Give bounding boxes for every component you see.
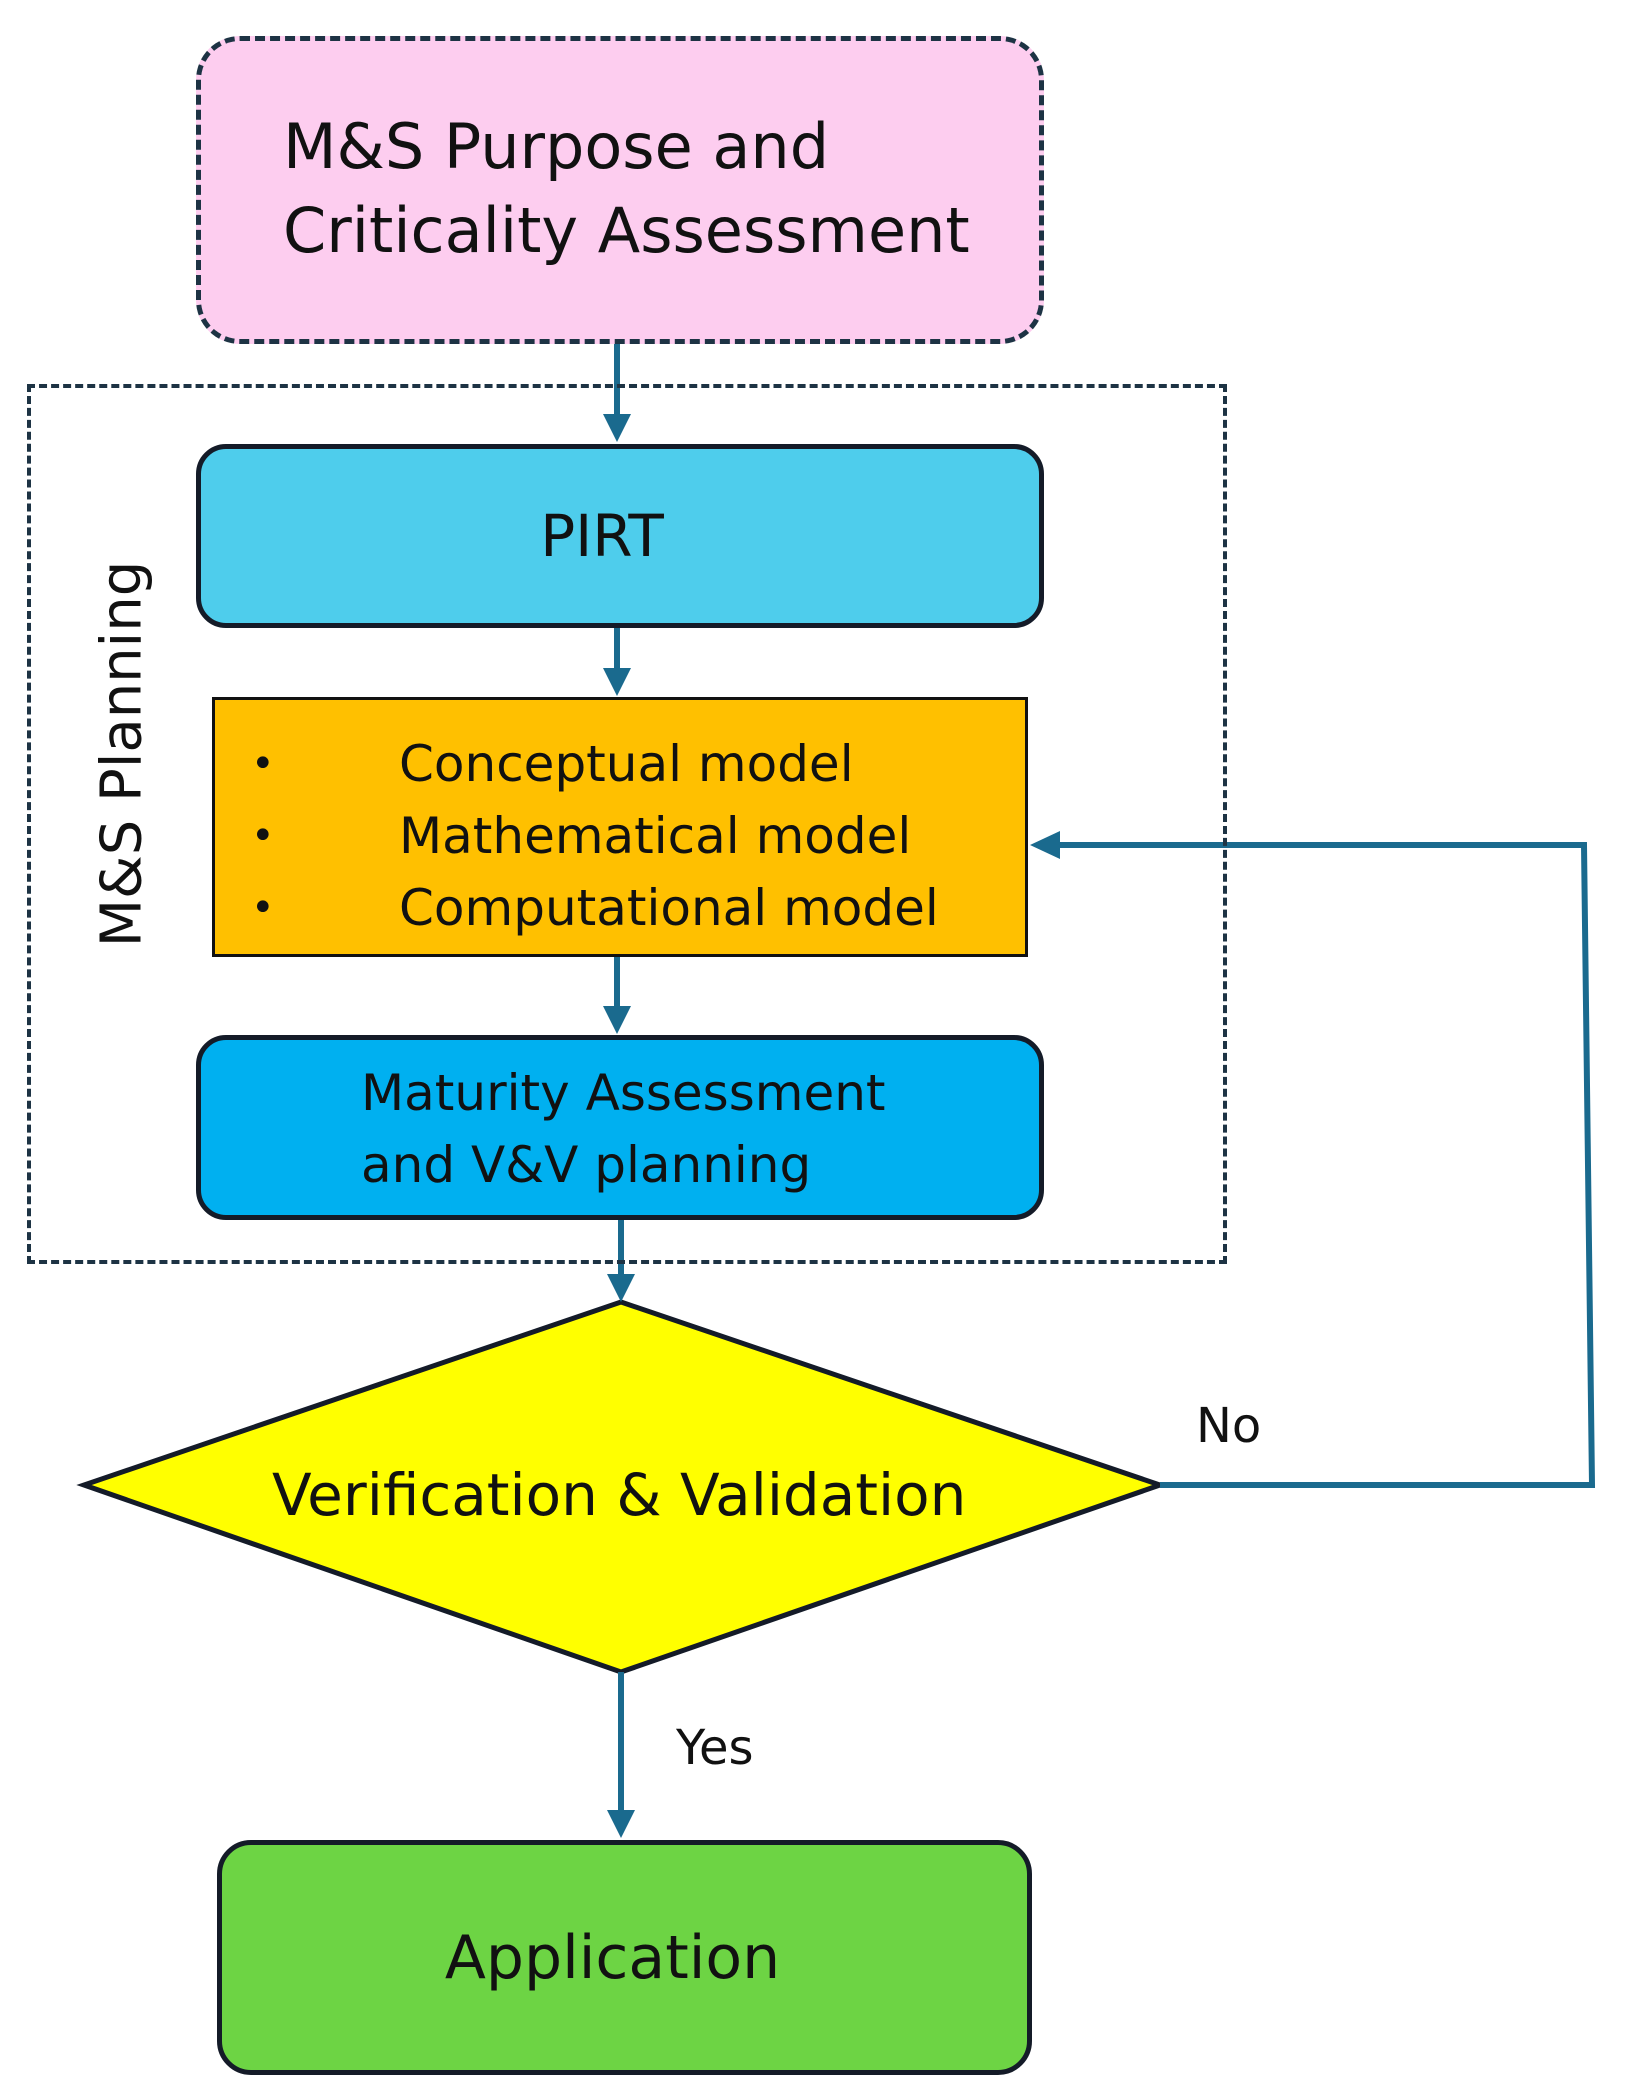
- model-item-label: Mathematical model: [399, 807, 912, 865]
- arrowhead-maturity: [603, 1006, 631, 1034]
- no-branch-label: No: [1196, 1398, 1262, 1454]
- arrowhead-decision: [607, 1274, 635, 1302]
- maturity-line-1: Maturity Assessment: [361, 1064, 886, 1122]
- arrow-no-loop: [1055, 842, 1596, 1488]
- planning-group-box: [27, 384, 1227, 1264]
- arrowhead-application: [607, 1810, 635, 1838]
- model-item-label: Conceptual model: [399, 735, 854, 793]
- model-item-computational: • Computational model: [251, 872, 1025, 944]
- purpose-criticality-box: M&S Purpose and Criticality Assessment: [196, 36, 1044, 344]
- model-item-conceptual: • Conceptual model: [251, 728, 1025, 800]
- models-list: • Conceptual model • Mathematical model …: [251, 728, 1025, 944]
- bullet-icon: •: [251, 813, 275, 859]
- application-box: Application: [217, 1840, 1032, 2075]
- model-item-label: Computational model: [399, 879, 939, 937]
- bullet-icon: •: [251, 885, 275, 931]
- purpose-line-1: M&S Purpose and: [283, 110, 830, 183]
- arrowhead-no-loop: [1030, 831, 1060, 859]
- pirt-box: PIRT: [196, 444, 1044, 628]
- arrowhead-pirt: [603, 414, 631, 442]
- decision-label: Verification & Validation: [272, 1461, 967, 1529]
- arrowhead-models: [603, 668, 631, 696]
- model-item-mathematical: • Mathematical model: [251, 800, 1025, 872]
- maturity-line-2: and V&V planning: [361, 1136, 812, 1194]
- planning-group-label: M&S Planning: [88, 560, 154, 948]
- yes-branch-label: Yes: [676, 1720, 754, 1776]
- models-box: • Conceptual model • Mathematical model …: [212, 697, 1028, 957]
- bullet-icon: •: [251, 741, 275, 787]
- purpose-line-2: Criticality Assessment: [283, 194, 970, 267]
- maturity-assessment-box: Maturity Assessment and V&V planning: [196, 1035, 1044, 1220]
